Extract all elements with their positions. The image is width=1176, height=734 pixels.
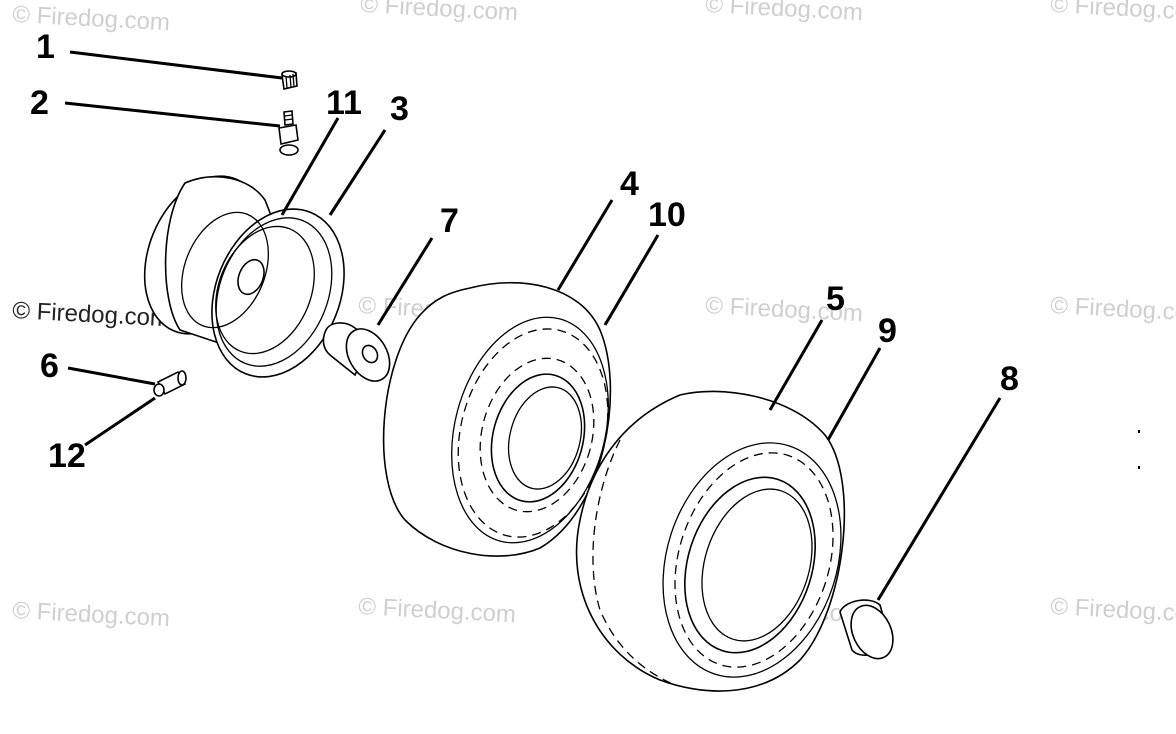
watermark: © Firedog.com xyxy=(1050,593,1176,628)
wheel-rim-part xyxy=(143,175,345,378)
leader-line-9 xyxy=(826,347,882,441)
rear-tire-part xyxy=(575,390,846,692)
callout-3: 3 xyxy=(390,90,409,128)
callout-9: 9 xyxy=(878,312,897,350)
callout-10: 10 xyxy=(648,196,686,234)
front-tire-part xyxy=(382,282,612,557)
callout-5: 5 xyxy=(826,280,845,318)
leader-line-8 xyxy=(876,397,1002,601)
watermark: © Firedog.com xyxy=(12,597,171,632)
watermark: © Firedog.com xyxy=(705,0,864,26)
leader-line-12 xyxy=(84,396,156,447)
callout-6: 6 xyxy=(40,347,59,385)
hub-cap-part xyxy=(839,599,894,660)
watermark: © Firedog.com xyxy=(360,0,519,26)
leader-line-11 xyxy=(280,117,340,216)
callout-2: 2 xyxy=(30,84,49,122)
edge-marks xyxy=(1138,430,1140,469)
callout-4: 4 xyxy=(620,165,639,203)
leader-line-6 xyxy=(67,366,156,386)
callout-1: 1 xyxy=(36,28,55,66)
callout-11: 11 xyxy=(326,84,362,122)
leader-line-2 xyxy=(64,101,281,128)
leader-lines xyxy=(64,50,1002,601)
watermark: © Firedog.com xyxy=(358,593,517,628)
callout-8: 8 xyxy=(1000,360,1019,398)
grease-fitting-part xyxy=(153,370,187,397)
callout-7: 7 xyxy=(440,202,459,240)
callout-numbers: 1 2 11 3 7 4 10 5 9 8 6 12 xyxy=(30,28,1019,475)
leader-line-10 xyxy=(603,234,660,326)
leader-line-5 xyxy=(768,319,824,411)
leader-line-1 xyxy=(69,50,283,80)
watermark: © Firedog.com xyxy=(1050,292,1176,327)
leader-line-3 xyxy=(328,129,387,216)
bushing-part xyxy=(322,322,391,382)
callout-12: 12 xyxy=(48,437,86,475)
valve-cap-part xyxy=(281,70,298,90)
watermark: © Firedog.com xyxy=(12,297,171,332)
watermark: © Firedog.com xyxy=(1050,0,1176,26)
leader-line-4 xyxy=(556,199,614,291)
valve-stem-part xyxy=(278,110,299,156)
leader-line-7 xyxy=(376,237,434,326)
